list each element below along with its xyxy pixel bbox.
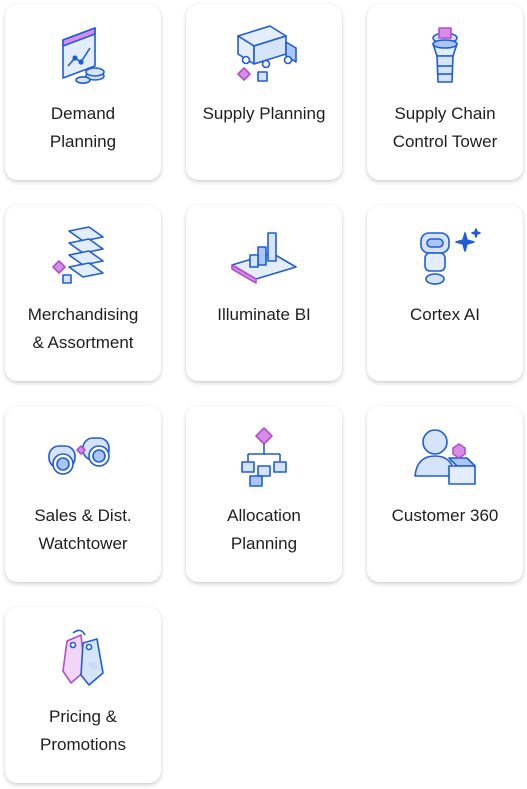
truck-icon [237, 25, 297, 82]
card-label: Sales & Dist. Watchtower [34, 506, 132, 553]
card-merchandising[interactable]: Merchandising & Assortment [5, 205, 161, 381]
card-label: Pricing & Promotions [40, 707, 126, 754]
card-supply-planning[interactable]: Supply Planning [186, 4, 342, 180]
price-tags-icon: % [62, 629, 104, 686]
card-label: Demand Planning [49, 104, 117, 151]
card-label: Customer 360 [391, 506, 499, 525]
card-illuminate-bi[interactable]: Illuminate BI [186, 205, 342, 381]
binoculars-icon [48, 437, 110, 475]
card-label: Merchandising & Assortment [27, 305, 139, 352]
card-sales-watchtower[interactable]: Sales & Dist. Watchtower [5, 406, 161, 582]
stacked-layers-icon [52, 226, 104, 284]
control-tower-icon [432, 27, 458, 83]
app-grid: Demand Planning Supply Planning [5, 4, 523, 783]
customer-box-icon [414, 429, 476, 485]
card-label: Allocation Planning [227, 506, 301, 553]
card-allocation-planning[interactable]: Allocation Planning [186, 406, 342, 582]
demand-chart-icon [62, 27, 105, 84]
bar-chart-icon [231, 232, 297, 284]
card-label: Supply Planning [202, 104, 326, 123]
card-label: Supply Chain Control Tower [392, 104, 498, 151]
robot-sparkle-icon [420, 228, 481, 285]
card-control-tower[interactable]: Supply Chain Control Tower [367, 4, 523, 180]
card-pricing-promotions[interactable]: % Pricing & Promotions [5, 607, 161, 783]
svg-text:%: % [89, 661, 97, 671]
card-label: Cortex AI [410, 305, 480, 324]
hierarchy-icon [241, 427, 287, 487]
card-cortex-ai[interactable]: Cortex AI [367, 205, 523, 381]
card-demand-planning[interactable]: Demand Planning [5, 4, 161, 180]
card-label: Illuminate BI [217, 305, 311, 324]
card-customer-360[interactable]: Customer 360 [367, 406, 523, 582]
